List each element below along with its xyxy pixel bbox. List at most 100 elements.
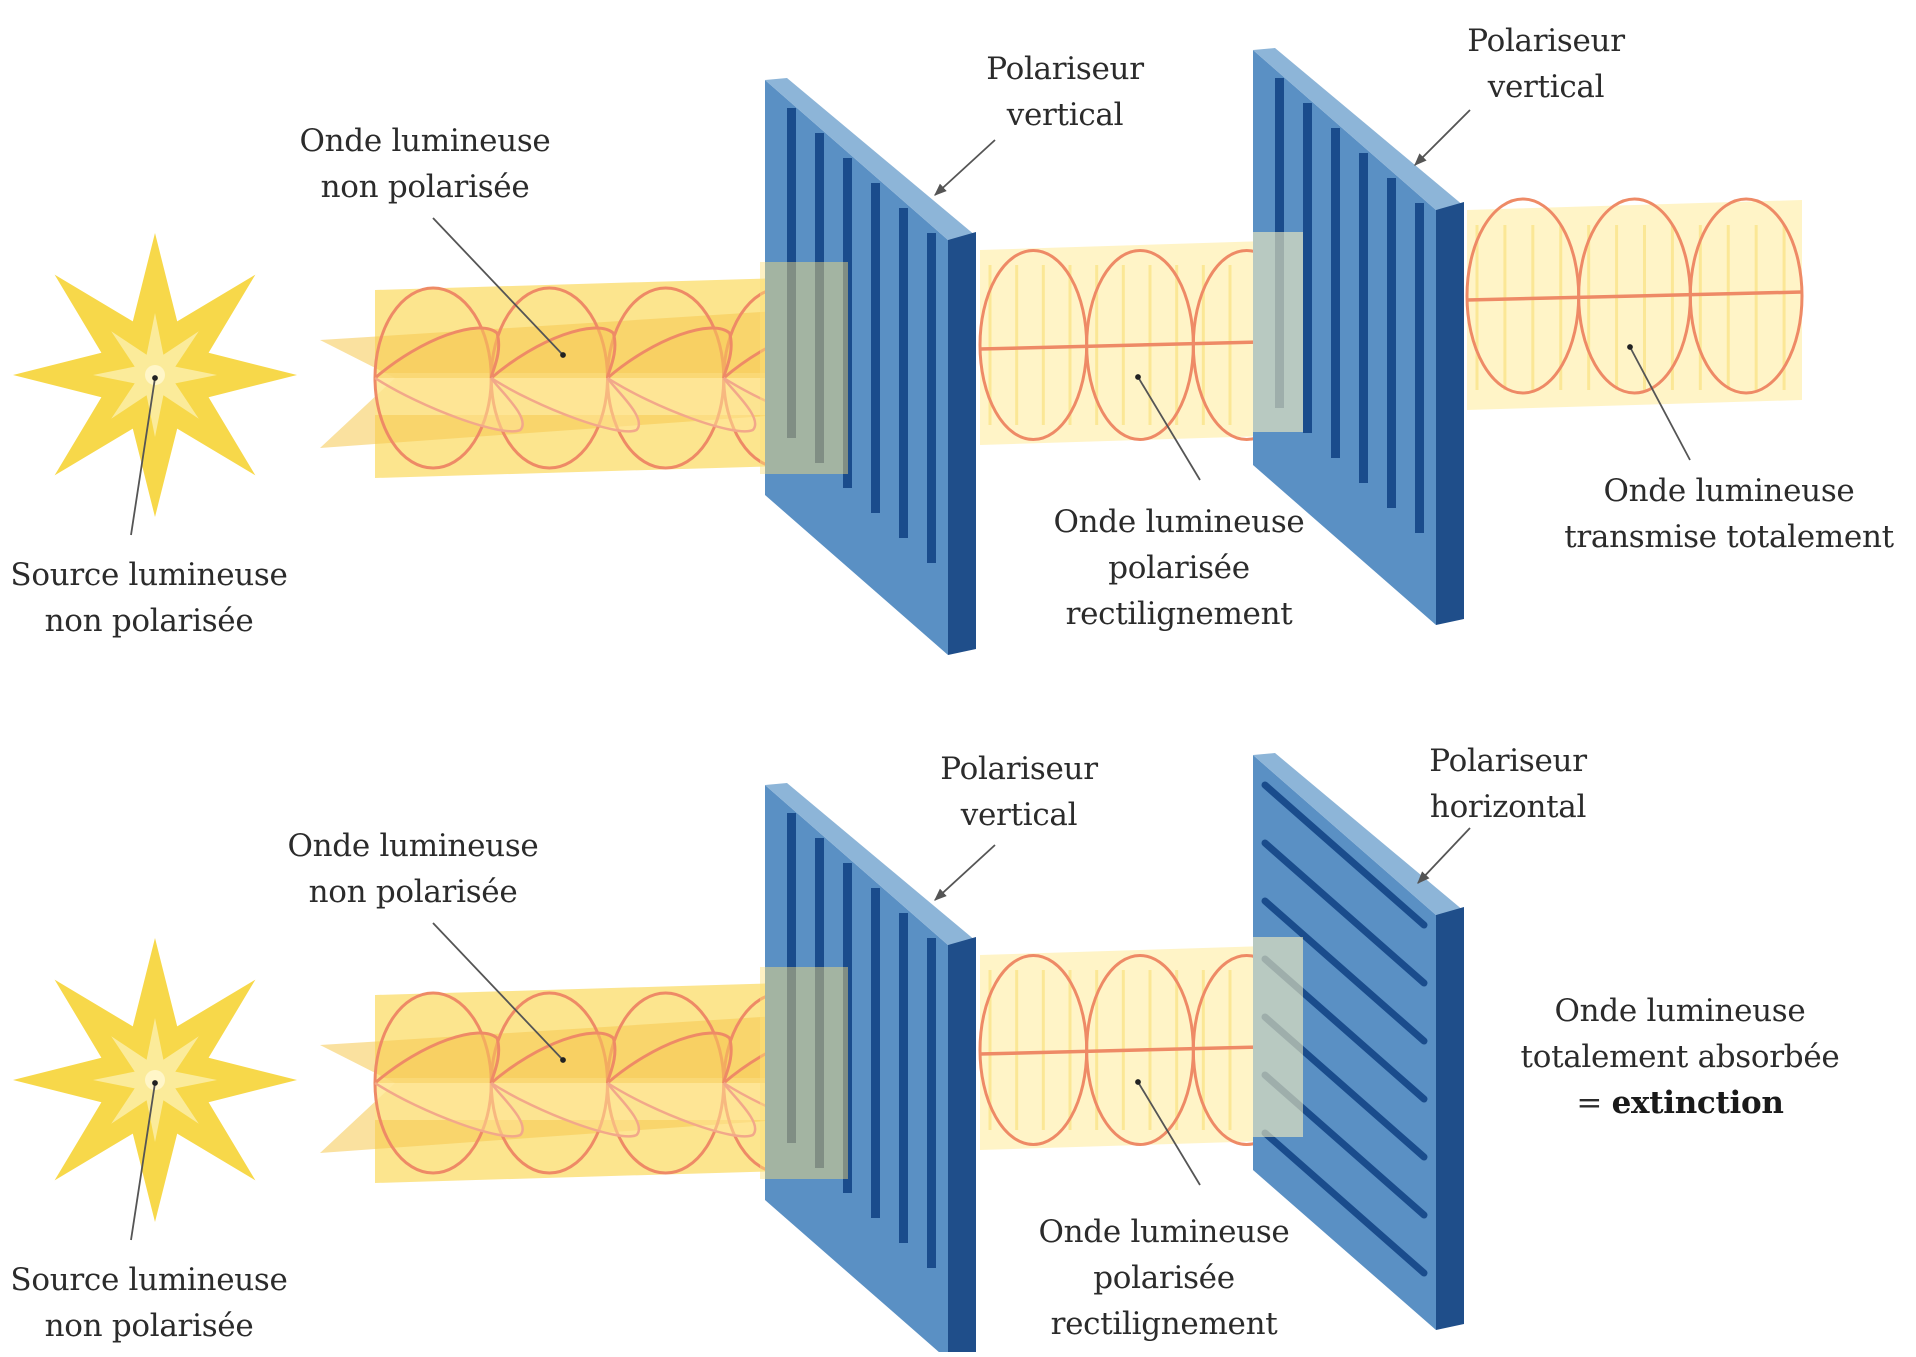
label-line: Onde lumineuse	[1603, 473, 1855, 509]
beam-overlap-polarizer-2	[1253, 937, 1303, 1137]
top-polarizer-2-top-edge	[1253, 48, 1464, 210]
top-polarized-wave-label: Onde lumineuse polarisée rectilignement	[1054, 499, 1305, 637]
bottom-polarizer-1-slit	[927, 938, 936, 1268]
label-line: Polariseur	[1429, 743, 1587, 779]
pointer-polarized-wave	[1135, 374, 1201, 481]
pointer-source	[130, 375, 158, 536]
panel-top	[13, 48, 1804, 655]
equals-sign: =	[1576, 1085, 1612, 1121]
bottom-polarized-beam-plane	[980, 945, 1300, 1150]
label-line: non polarisée	[320, 169, 530, 205]
top-polarizer-1-side-edge	[948, 232, 976, 655]
pointer-polarizer-1	[934, 139, 996, 196]
unpolarized-diagonal-wave-lower	[374, 1081, 524, 1138]
label-line: Source lumineuse	[10, 1262, 288, 1298]
unpolarized-diagonal-wave-lower	[490, 376, 641, 433]
bottom-polarizer-1-slit	[815, 838, 824, 1168]
label-line: vertical	[960, 797, 1078, 833]
label-line: transmise totalement	[1564, 519, 1894, 555]
unpolarized-diagonal-wave-lower	[606, 376, 757, 433]
unpolarized-diagonal-wave-upper	[606, 326, 733, 380]
unpolarized-diagonal-wave-upper	[490, 1031, 617, 1085]
bottom-polarizer-2-label: Polariseur horizontal	[1429, 738, 1587, 830]
bottom-polarizer-2-top-edge	[1253, 753, 1464, 915]
top-transmitted-beam-plane	[1467, 200, 1802, 410]
bottom-polarizer-1-side-edge	[948, 937, 976, 1357]
pointer-polarized-wave	[1135, 1079, 1201, 1186]
top-polarizer-2-slit	[1359, 153, 1368, 483]
light-source-core	[145, 365, 165, 385]
label-line: totalement absorbée	[1520, 1039, 1840, 1075]
pointer-unpolarized-wave	[432, 922, 566, 1063]
label-line: non polarisée	[44, 1308, 254, 1344]
label-line: polarisée	[1108, 550, 1250, 586]
beam-overlap-polarizer-1	[760, 967, 848, 1179]
bottom-polarizer-2-slit	[1261, 839, 1428, 987]
top-polarizer-2-slit	[1387, 178, 1396, 508]
beam-overlap-polarizer-2	[1253, 232, 1303, 432]
bottom-polarized-wave-label: Onde lumineuse polarisée rectilignement	[1039, 1209, 1290, 1347]
pointer-polarizer-1	[934, 844, 996, 901]
bottom-polarizer-1-slit	[899, 913, 908, 1243]
top-polarizer-1-top-edge	[765, 78, 976, 240]
pointer-polarizer-2	[1414, 109, 1471, 166]
top-unpolarized-wave-label: Onde lumineuse non polarisée	[300, 118, 551, 210]
bottom-unpolarized-wave-label: Onde lumineuse non polarisée	[288, 823, 539, 915]
bottom-result-label: Onde lumineuse totalement absorbée = ext…	[1521, 988, 1840, 1126]
pointer-transmitted-wave	[1627, 344, 1691, 461]
pointer-source	[130, 1080, 158, 1241]
light-source-core	[145, 1070, 165, 1090]
unpolarized-diagonal-wave-lower	[490, 1081, 641, 1138]
bottom-polarizer-1-slit	[871, 888, 880, 1218]
label-line: rectilignement	[1065, 596, 1293, 632]
top-polarized-beam-plane	[980, 240, 1300, 445]
bottom-polarized-beam-axis	[979, 1044, 1301, 1056]
label-line: horizontal	[1429, 789, 1587, 825]
unpolarized-diagonal-wave-upper	[606, 1031, 733, 1085]
bottom-polarizer-2-slit	[1261, 1129, 1428, 1277]
top-result-label: Onde lumineuse transmise totalement	[1564, 468, 1894, 560]
label-line: Polariseur	[940, 751, 1098, 787]
label-line: Onde lumineuse	[1053, 504, 1305, 540]
label-line: Onde lumineuse	[299, 123, 551, 159]
bottom-polarizer-1-slit	[787, 813, 796, 1143]
top-polarizer-1-slit	[787, 108, 796, 438]
top-polarizer-1-slit	[927, 233, 936, 563]
top-polarized-beam-axis	[979, 339, 1301, 351]
label-line: Onde lumineuse	[287, 828, 539, 864]
panel-bottom	[13, 753, 1471, 1357]
extinction-line: = extinction	[1521, 1080, 1840, 1126]
label-line: Polariseur	[986, 51, 1144, 87]
top-polarizer-1-slit	[871, 183, 880, 513]
label-line: non polarisée	[308, 874, 518, 910]
bottom-polarizer-2-side-edge	[1436, 907, 1464, 1330]
label-line: Polariseur	[1467, 23, 1625, 59]
unpolarized-diagonal-wave-lower	[606, 1081, 757, 1138]
top-polarizer-2-slit	[1415, 203, 1424, 533]
extinction-text: extinction	[1611, 1085, 1784, 1121]
label-line: Source lumineuse	[10, 557, 288, 593]
label-line: Onde lumineuse	[1554, 993, 1806, 1029]
label-line: non polarisée	[44, 603, 254, 639]
top-polarizer-2-slit	[1303, 103, 1312, 433]
top-source-label: Source lumineuse non polarisée	[10, 552, 287, 644]
label-line: rectilignement	[1050, 1306, 1278, 1342]
top-polarizer-1-slit	[815, 133, 824, 463]
label-line: vertical	[1487, 69, 1605, 105]
bottom-polarizer-1-top-edge	[765, 783, 976, 945]
bottom-polarizer-1-label: Polariseur vertical	[940, 746, 1098, 838]
bottom-polarizer-2-slit	[1261, 781, 1428, 929]
top-polarizer-1-slit	[843, 158, 852, 488]
label-line: Onde lumineuse	[1038, 1214, 1290, 1250]
top-polarizer-1-slit	[899, 208, 908, 538]
top-polarizer-2-slit	[1331, 128, 1340, 458]
beam-overlap-polarizer-1	[760, 262, 848, 474]
bottom-source-label: Source lumineuse non polarisée	[10, 1257, 287, 1349]
label-line: polarisée	[1093, 1260, 1235, 1296]
top-polarizer-2-side-edge	[1436, 202, 1464, 625]
bottom-polarizer-1-slit	[843, 863, 852, 1193]
pointer-unpolarized-wave	[432, 217, 566, 358]
top-polarizer-1-label: Polariseur vertical	[986, 46, 1144, 138]
